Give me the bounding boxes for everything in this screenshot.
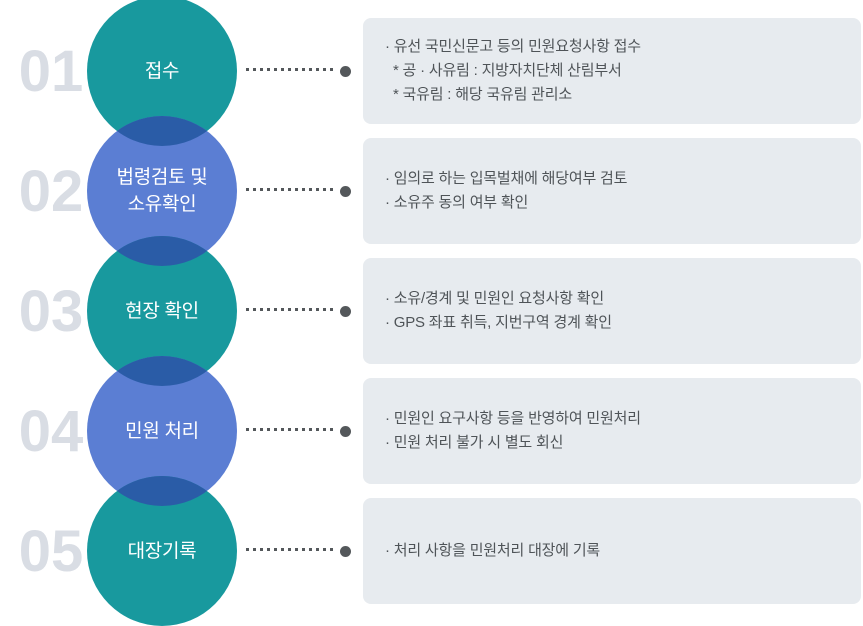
step-detail-line: · 소유/경계 및 민원인 요청사항 확인: [385, 290, 605, 307]
connector-dot: [340, 426, 351, 437]
step-detail-line: · 처리 사항을 민원처리 대장에 기록: [385, 542, 601, 559]
step-title: 민원 처리: [125, 420, 199, 442]
step-detail-line: * 국유림 : 해당 국유림 관리소: [385, 86, 572, 103]
step-detail-line: · 유선 국민신문고 등의 민원요청사항 접수: [385, 38, 641, 55]
step-detail-line: · 임의로 하는 입목벌채에 해당여부 검토: [385, 170, 628, 187]
step-number: 04: [18, 398, 84, 464]
connector-dot: [340, 186, 351, 197]
connector-dotted-line: [246, 188, 336, 191]
step-title: 접수: [144, 60, 180, 82]
step-number: 05: [18, 518, 84, 584]
step-title: 현장 확인: [125, 300, 199, 322]
step-detail-box: · 민원인 요구사항 등을 반영하여 민원처리 · 민원 처리 불가 시 별도 …: [363, 378, 861, 484]
step-detail-box: · 소유/경계 및 민원인 요청사항 확인 · GPS 좌표 취득, 지번구역 …: [363, 258, 861, 364]
connector-dot: [340, 66, 351, 77]
step-number: 03: [18, 278, 84, 344]
connector-dotted-line: [246, 308, 336, 311]
step-title-line2: 소유확인: [127, 194, 197, 215]
connector-dotted-line: [246, 548, 336, 551]
step-detail-line: · 소유주 동의 여부 확인: [385, 194, 529, 211]
step-detail-line: · 민원인 요구사항 등을 반영하여 민원처리: [385, 410, 641, 427]
connector-dot: [340, 546, 351, 557]
process-step-1: 01 접수 · 유선 국민신문고 등의 민원요청사항 접수 * 공 · 사유림 …: [0, 0, 863, 146]
process-step-5: 05 대장기록 · 처리 사항을 민원처리 대장에 기록: [0, 476, 863, 626]
connector-dotted-line: [246, 428, 336, 431]
step-title: 법령검토 및: [116, 167, 208, 188]
step-circle: 대장기록: [87, 476, 237, 626]
process-step-3: 03 현장 확인 · 소유/경계 및 민원인 요청사항 확인 · GPS 좌표 …: [0, 236, 863, 386]
step-detail-line: · GPS 좌표 취득, 지번구역 경계 확인: [385, 314, 612, 331]
step-detail-box: · 처리 사항을 민원처리 대장에 기록: [363, 498, 861, 604]
connector-dot: [340, 306, 351, 317]
connector-dotted-line: [246, 68, 336, 71]
step-detail-line: * 공 · 사유림 : 지방자치단체 산림부서: [385, 62, 622, 79]
step-detail-line: · 민원 처리 불가 시 별도 회신: [385, 434, 564, 451]
step-number: 02: [18, 158, 84, 224]
step-title: 대장기록: [127, 540, 197, 562]
step-detail-box: · 유선 국민신문고 등의 민원요청사항 접수 * 공 · 사유림 : 지방자치…: [363, 18, 861, 124]
step-number: 01: [18, 38, 84, 104]
step-detail-box: · 임의로 하는 입목벌채에 해당여부 검토 · 소유주 동의 여부 확인: [363, 138, 861, 244]
